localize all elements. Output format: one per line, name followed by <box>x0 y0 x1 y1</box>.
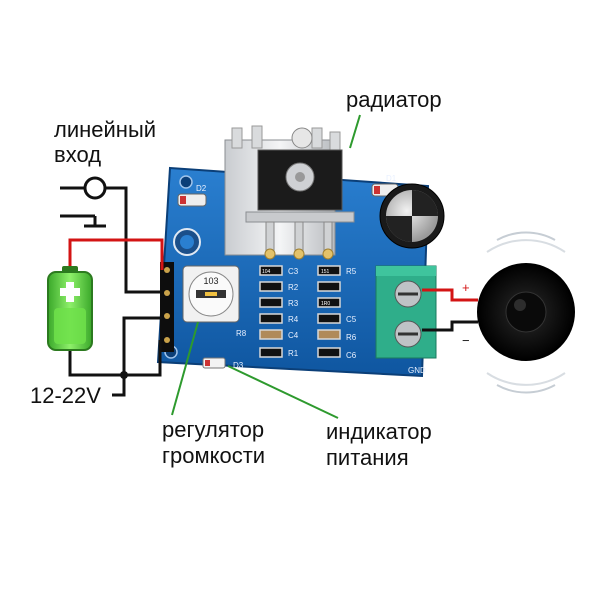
volume-label-line1: регулятор <box>162 417 265 442</box>
heatsink-label: радиатор <box>346 87 442 112</box>
r4-label: R4 <box>288 315 299 324</box>
r5-label: R5 <box>346 267 357 276</box>
c6-label: C6 <box>346 351 357 360</box>
smd-code-1r0: 1R0 <box>321 301 330 307</box>
speaker-icon <box>477 231 575 394</box>
header-pins <box>160 262 174 352</box>
d2-label: D2 <box>196 184 207 193</box>
smd-code-151: 151 <box>321 269 330 275</box>
line-input-label-line2: вход <box>54 142 102 167</box>
c5-label: C5 <box>346 315 357 324</box>
audio-jack-icon <box>83 176 107 200</box>
r6-label: R6 <box>346 333 357 342</box>
silk-labels-mid: C3 R2 R3 R4 C4 R1 R8 <box>236 267 299 358</box>
r8-label: R8 <box>236 329 247 338</box>
speaker-minus-sign: − <box>462 333 470 348</box>
diode-d3: D3 <box>202 357 244 370</box>
volume-label-line2: громкости <box>162 443 266 468</box>
c4-label: C4 <box>288 331 299 340</box>
smd-column-right: 151 1R0 R5 C5 R6 C6 <box>317 265 357 360</box>
battery-icon <box>47 266 93 351</box>
r3-label: R3 <box>288 299 299 308</box>
r1-label: R1 <box>288 349 299 358</box>
d1-label: D1 <box>386 174 397 183</box>
heatsink <box>224 125 355 256</box>
electrolytic-capacitor <box>379 183 445 249</box>
c3-label: C3 <box>288 267 299 276</box>
smd-code-left: 104 <box>262 269 271 275</box>
terminal-block: GND <box>375 265 437 375</box>
label-pointers <box>171 114 361 419</box>
speaker-plus-sign: + <box>462 280 470 295</box>
junction-dot <box>120 371 128 379</box>
chip-pins <box>264 221 334 260</box>
small-capacitor <box>173 228 201 256</box>
diode-d2: D2 <box>177 184 207 207</box>
power-led-label-line2: питания <box>326 445 409 470</box>
smd-column-left: 104 <box>259 265 283 358</box>
gnd-label: GND <box>408 366 426 375</box>
pot-value-label: 103 <box>203 276 218 286</box>
potentiometer: 103 <box>182 265 240 323</box>
d3-label: D3 <box>233 361 244 370</box>
r2-label: R2 <box>288 283 299 292</box>
power-led-label-line1: индикатор <box>326 419 432 444</box>
voltage-label: 12-22V <box>30 383 101 408</box>
line-input-label-line1: линейный <box>54 117 157 142</box>
